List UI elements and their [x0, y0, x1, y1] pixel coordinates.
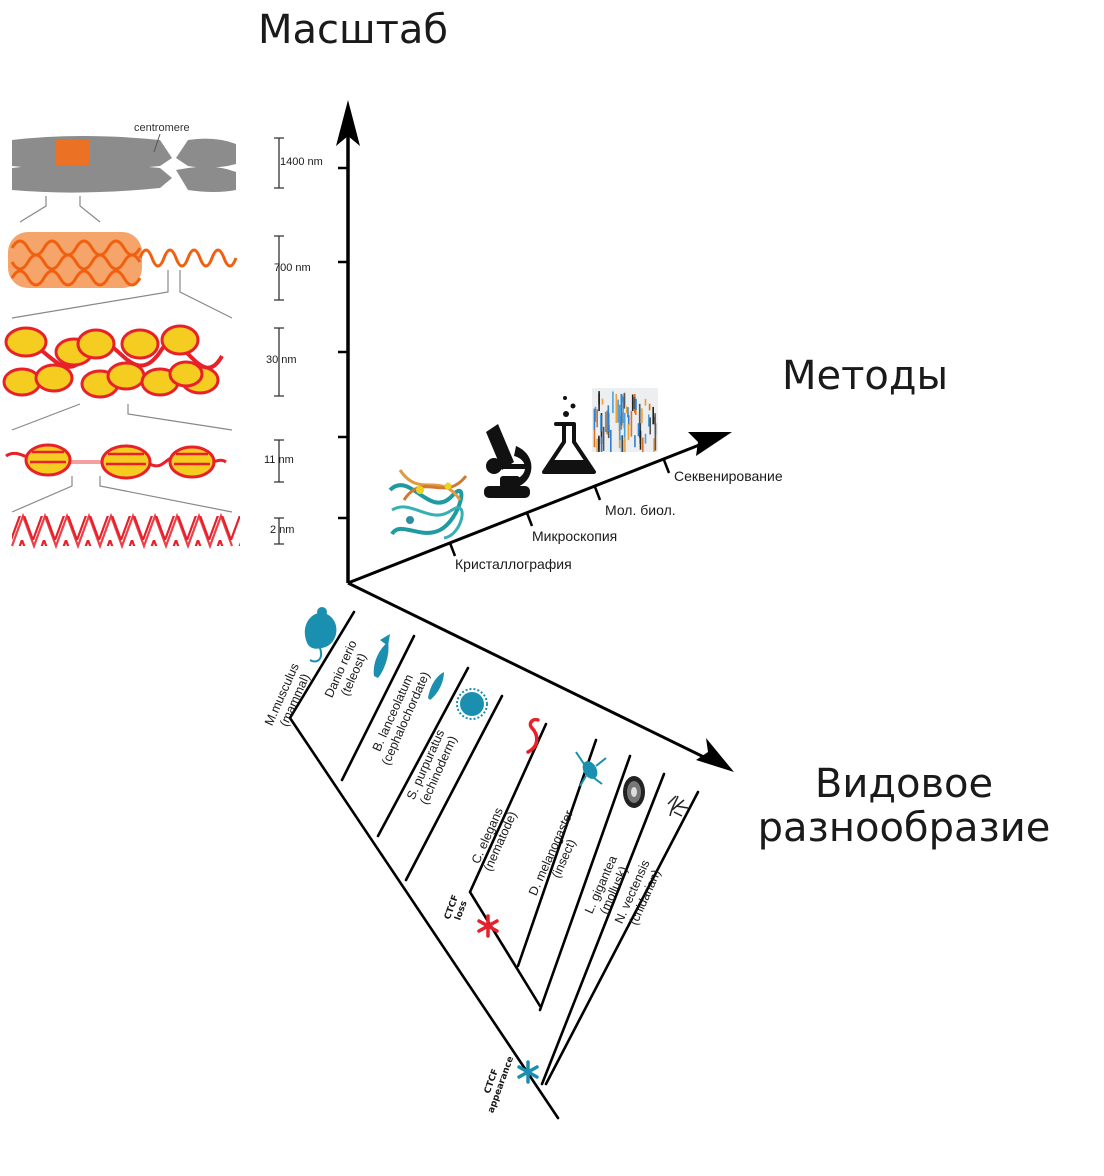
fish-icon: [373, 634, 390, 678]
tree-branch-vectensis: [540, 772, 666, 1086]
chromosome-level: [12, 133, 236, 193]
tree-branch-cnidarian: [544, 790, 700, 1086]
tree-branch-purpuratus: [376, 666, 470, 838]
methods-axis-label: Методы: [782, 353, 949, 399]
method-label-microscopy: Микроскопия: [532, 528, 618, 544]
species-icons: [304, 607, 689, 817]
scale-axis-label: Масштаб: [258, 7, 449, 53]
methods-axis-arrowhead: [688, 432, 732, 456]
scale-axis-ticks: [338, 166, 348, 520]
microscope-icon: [484, 424, 532, 498]
diversity-label-line1: Видовое: [814, 761, 994, 807]
ctcf-appearance-marker: [517, 1060, 539, 1084]
size-label-30: 30 nm: [266, 354, 297, 366]
sequencing-reads-icon: [592, 388, 658, 452]
lancelet-icon: [428, 672, 444, 700]
tree-branch-elegans: [468, 722, 548, 1008]
fly-icon: [575, 751, 607, 787]
diversity-label-line2: разнообразие: [757, 805, 1051, 851]
scale-axis: [336, 100, 360, 583]
phylogenetic-tree: [288, 610, 700, 1120]
scale-axis-arrowhead: [336, 100, 360, 146]
centromere-band: [56, 140, 90, 166]
diversity-axis-label: Видовое разнообразие: [754, 762, 1054, 850]
method-label-molbio: Мол. биол.: [605, 502, 676, 518]
diversity-axis: [347, 581, 734, 772]
tree-branch-echinoderm-split: [404, 694, 504, 882]
method-label-crystallography: Кристаллография: [455, 556, 572, 572]
flask-icon: [542, 396, 596, 474]
method-label-sequencing: Секвенирование: [674, 468, 783, 484]
size-brackets: [274, 137, 284, 545]
dna-helix-level: [10, 512, 240, 550]
size-label-1400: 1400 nm: [280, 156, 323, 168]
beads-on-string-level: [5, 443, 227, 480]
size-label-11: 11 nm: [264, 454, 294, 466]
methods-axis-ticks: [448, 459, 671, 557]
worm-icon: [526, 717, 540, 754]
tree-branch-gigantea: [538, 754, 632, 1012]
diversity-axis-arrowhead: [696, 738, 734, 772]
tree-trunk: [288, 716, 560, 1120]
sea-anemone-icon: [667, 795, 689, 817]
limpet-icon: [623, 776, 645, 808]
nucleosome-fiber-level: [2, 324, 224, 399]
tree-branch-melanogaster: [516, 738, 598, 968]
methods-axis: [347, 432, 732, 585]
protein-dna-structure-icon: [388, 469, 468, 540]
ctcf-loss-marker: [477, 914, 499, 938]
tree-branch-danio: [288, 610, 356, 720]
mouse-icon: [304, 607, 337, 663]
condensed-fiber-level: [8, 232, 238, 288]
centromere-label: centromere: [134, 122, 190, 134]
chromatin-levels: [2, 133, 240, 550]
sea-urchin-icon: [456, 688, 488, 720]
size-label-2: 2 nm: [270, 524, 295, 536]
tree-branch-lanceolatum: [340, 634, 416, 782]
size-label-700: 700 nm: [274, 262, 311, 274]
